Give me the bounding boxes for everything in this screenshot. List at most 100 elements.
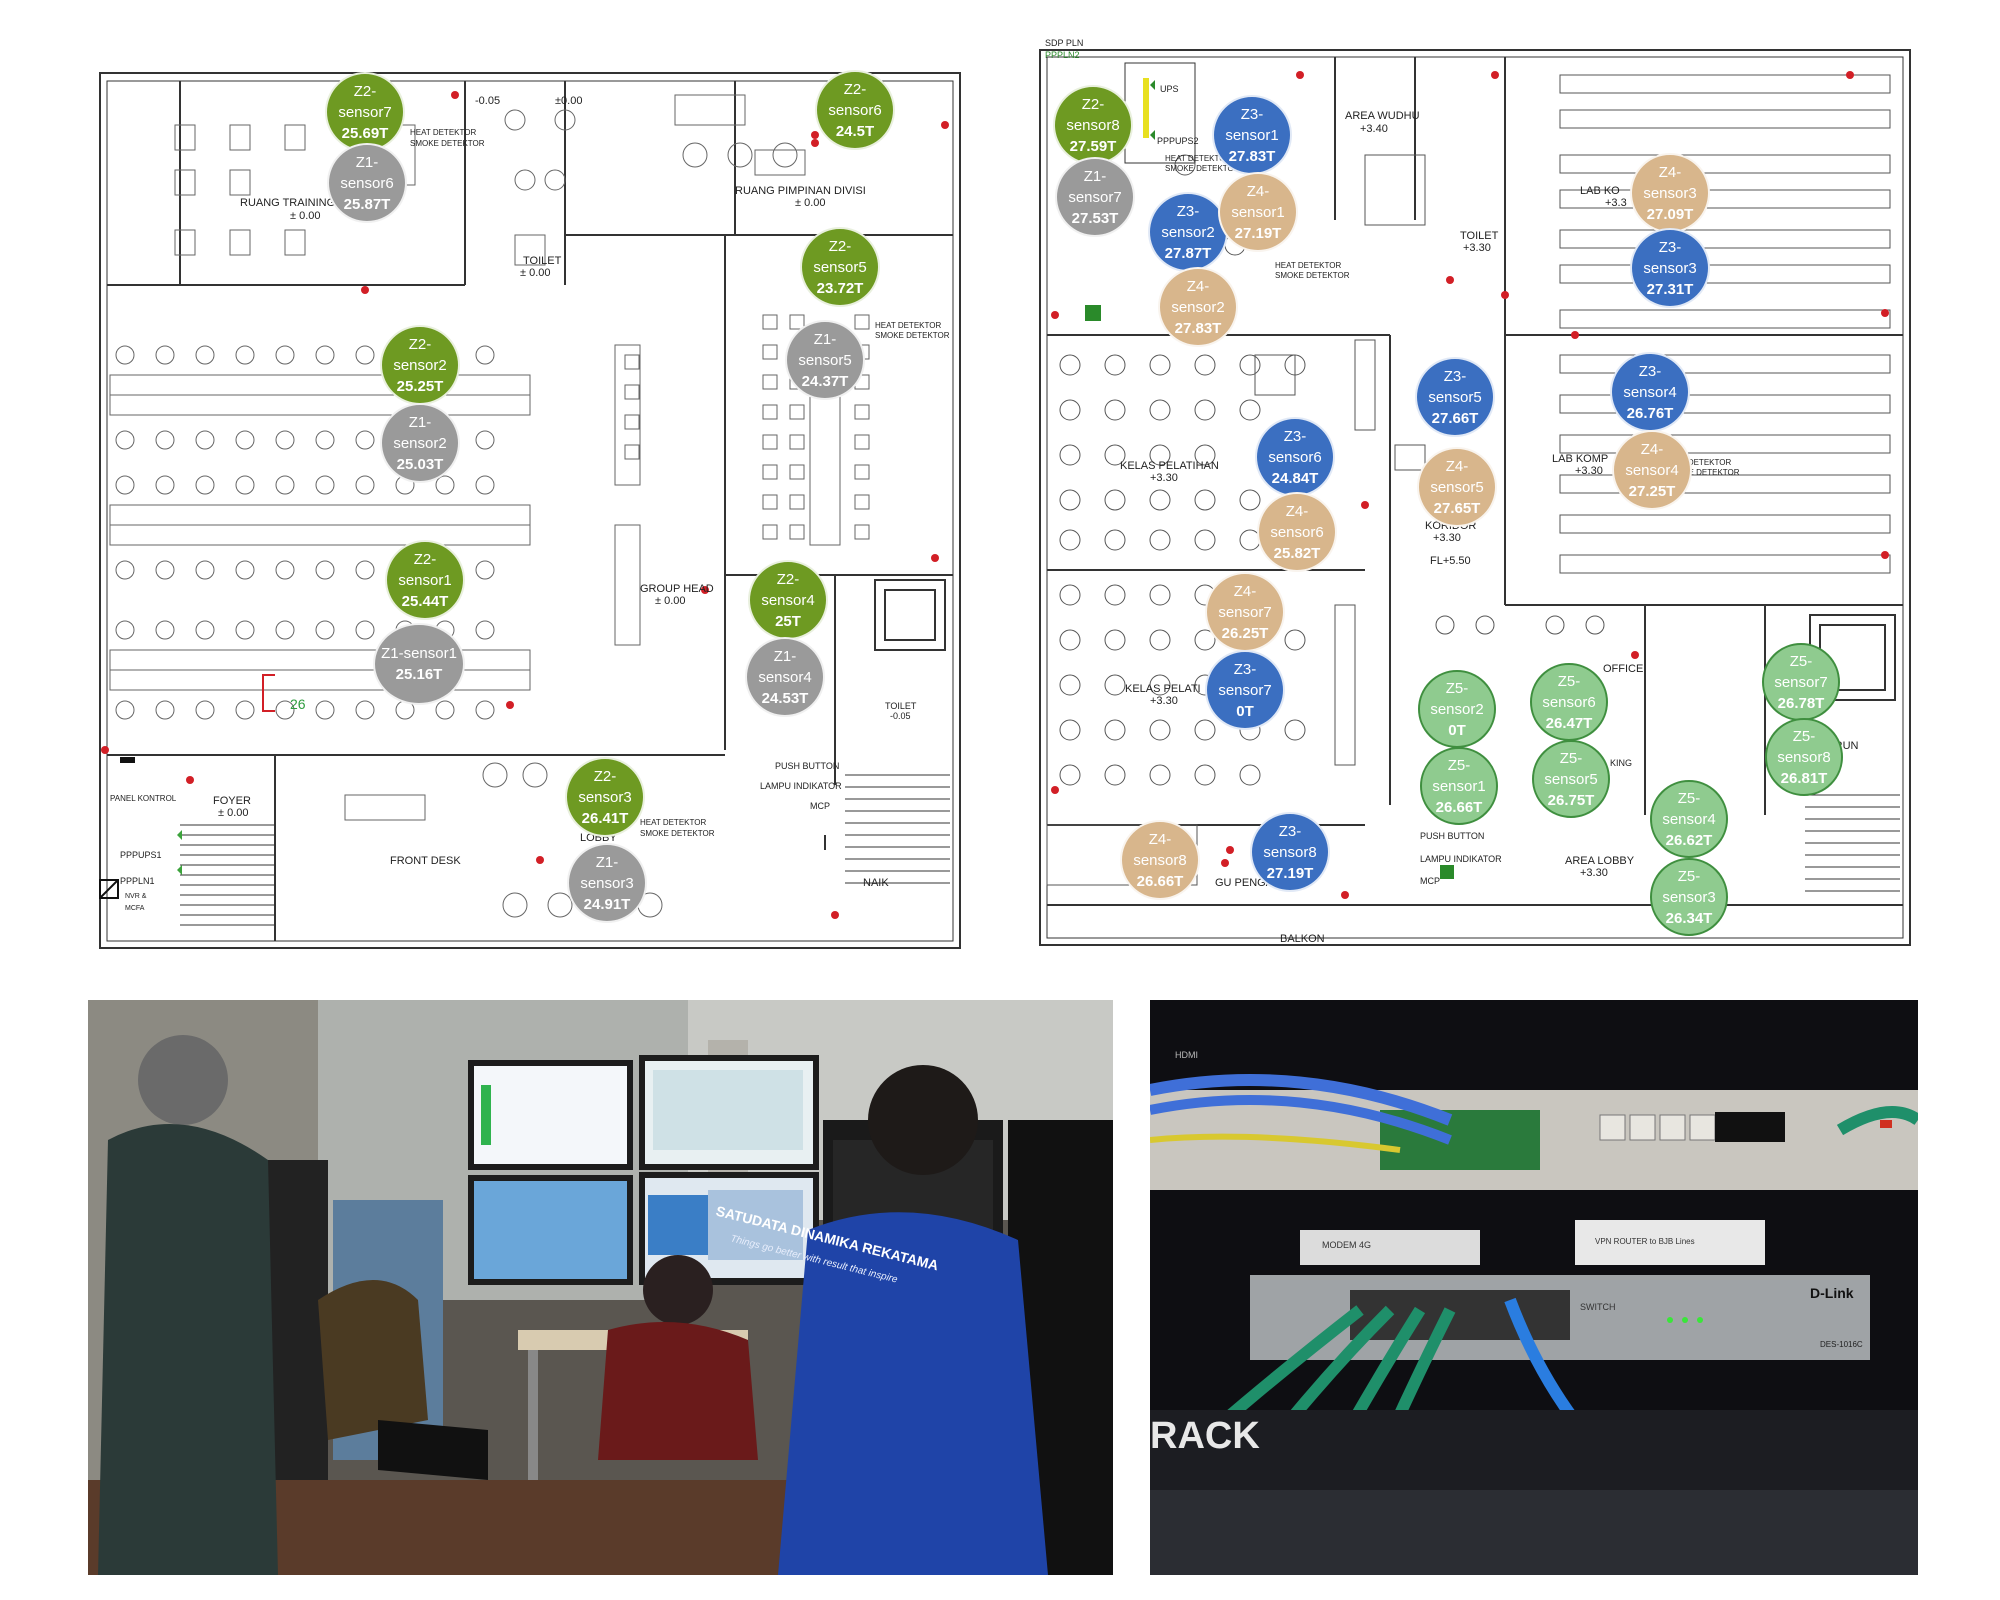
sensor-value: 25.87T bbox=[343, 195, 391, 213]
label-ruang-training: RUANG TRAINING bbox=[240, 197, 336, 209]
sensor-value: 23.72T bbox=[816, 279, 864, 297]
sensor-name: sensor7 bbox=[1068, 188, 1122, 206]
label-toilet: TOILET bbox=[1460, 230, 1499, 242]
sensor-zone: Z1- bbox=[813, 330, 837, 348]
sensor-value: 27.25T bbox=[1628, 482, 1676, 500]
sensor-value: 27.19T bbox=[1234, 224, 1282, 242]
label-heat-detector-3: HEAT DETEKTOR bbox=[1665, 458, 1732, 467]
sensor-zone: Z1- bbox=[355, 153, 379, 171]
sensor-zone: Z2- bbox=[1081, 95, 1105, 113]
sensor-name: sensor8 bbox=[1066, 116, 1120, 134]
sensor-zone: Z3- bbox=[1176, 202, 1200, 220]
label-area-wudhu: AREA WUDHU bbox=[1345, 110, 1420, 122]
sensor-value: 26.62T bbox=[1665, 831, 1713, 849]
label-foyer: FOYER bbox=[213, 795, 251, 807]
label-balkon: BALKON bbox=[1280, 933, 1325, 945]
sensor-badge[interactable]: Z3- sensor8 27.19T bbox=[1250, 812, 1330, 892]
sensor-value: 26.66T bbox=[1136, 872, 1184, 890]
sensor-name: sensor7 bbox=[1218, 681, 1272, 699]
sensor-value: 26.41T bbox=[581, 809, 629, 827]
label-lab-kom-mid: LAB KOMP bbox=[1552, 453, 1609, 465]
sensor-name: Z1-sensor1 bbox=[381, 645, 457, 662]
label-pppln1: PPPLN1 bbox=[120, 876, 155, 886]
sensor-zone: Z1- bbox=[595, 853, 619, 871]
label-lampu-indikator: LAMPU INDIKATOR bbox=[760, 781, 842, 791]
label-area-lobby: AREA LOBBY bbox=[1565, 855, 1635, 867]
sensor-name: sensor1 bbox=[398, 571, 452, 589]
sensor-name: sensor4 bbox=[1625, 461, 1679, 479]
sensor-value: 27.83T bbox=[1174, 319, 1222, 337]
label-heat-detector-1: HEAT DETEKTOR bbox=[410, 128, 477, 137]
sensor-zone: Z4- bbox=[1148, 830, 1172, 848]
sensor-zone: Z2- bbox=[408, 335, 432, 353]
sensor-name: sensor5 bbox=[1544, 770, 1598, 788]
label-koridor-elevation: +3.30 bbox=[1433, 532, 1461, 544]
sensor-zone: Z5- bbox=[1447, 756, 1471, 774]
rack-brand-label: RACK bbox=[1150, 1415, 1260, 1457]
sensor-name: sensor2 bbox=[1171, 298, 1225, 316]
label-lab-kom-mid-elevation: +3.30 bbox=[1575, 465, 1603, 477]
sensor-value: 24.53T bbox=[761, 689, 809, 707]
sensor-name: sensor7 bbox=[338, 103, 392, 121]
sensor-zone: Z3- bbox=[1278, 822, 1302, 840]
label-toilet-elevation: +3.30 bbox=[1463, 242, 1491, 254]
sensor-name: sensor5 bbox=[1430, 478, 1484, 496]
sensor-name: sensor8 bbox=[1263, 843, 1317, 861]
sensor-name: sensor2 bbox=[393, 434, 447, 452]
sensor-value: 25.44T bbox=[401, 592, 449, 610]
floor-plan-ground: RUANG TRAINING ± 0.00 RUANG PIMPINAN DIV… bbox=[95, 35, 975, 955]
label-elevation-a: -0.05 bbox=[475, 95, 501, 107]
label-area-wudhu-elevation: +3.40 bbox=[1360, 123, 1388, 135]
sensor-zone: Z4- bbox=[1285, 502, 1309, 520]
sensor-name: sensor4 bbox=[1662, 810, 1716, 828]
sensor-zone: Z1- bbox=[773, 647, 797, 665]
label-pppups1: PPPUPS1 bbox=[120, 850, 162, 860]
label-toilet-right: TOILET bbox=[885, 701, 917, 711]
sensor-zone: Z5- bbox=[1789, 652, 1813, 670]
sensor-value: 27.19T bbox=[1266, 864, 1314, 882]
sensor-name: sensor5 bbox=[798, 351, 852, 369]
sensor-value: 24.5T bbox=[835, 122, 875, 140]
sensor-zone: Z4- bbox=[1445, 457, 1469, 475]
label-panel-kontrol: PANEL KONTROL bbox=[110, 794, 177, 803]
sensor-value: 26.47T bbox=[1545, 714, 1593, 732]
